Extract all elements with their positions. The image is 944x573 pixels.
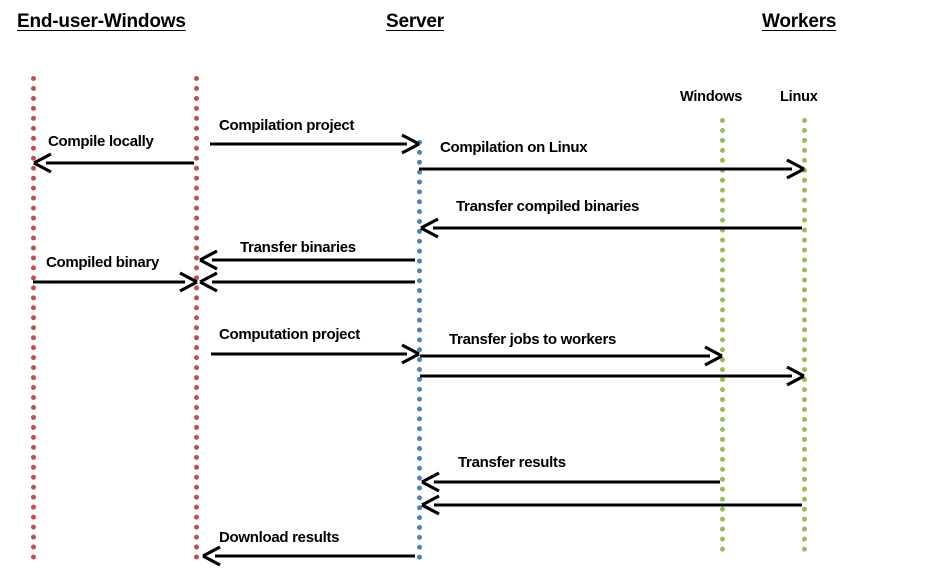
lifeline-worker-windows xyxy=(720,118,725,552)
message-arrow-transfer-results-1 xyxy=(421,471,720,493)
lifeline-server xyxy=(417,140,422,560)
message-label-download-results: Download results xyxy=(219,529,340,546)
message-arrow-transfer-jobs-to-workers-2 xyxy=(420,365,805,387)
message-arrow-transfer-binaries-2 xyxy=(199,271,415,293)
lifeline-user-right xyxy=(194,76,199,560)
column-title-server: Server xyxy=(386,11,444,32)
message-arrow-compilation-on-linux xyxy=(419,158,805,180)
message-label-compile-locally: Compile locally xyxy=(48,133,154,150)
lifeline-user-left xyxy=(31,76,36,560)
message-arrow-transfer-results-2 xyxy=(421,494,802,516)
message-arrow-download-results xyxy=(202,545,415,567)
message-arrow-transfer-jobs-to-workers xyxy=(420,345,723,367)
message-label-compiled-binary: Compiled binary xyxy=(46,254,160,271)
message-label-transfer-binaries-1: Transfer binaries xyxy=(240,239,356,256)
message-arrow-compilation-project xyxy=(210,133,420,155)
message-arrow-transfer-compiled-binaries xyxy=(420,217,802,239)
message-label-transfer-jobs-to-workers: Transfer jobs to workers xyxy=(449,331,617,348)
column-title-workers: Workers xyxy=(762,11,837,32)
message-arrow-compile-locally xyxy=(33,152,194,174)
message-label-compilation-on-linux: Compilation on Linux xyxy=(440,139,588,156)
worker-label-windows: Windows xyxy=(680,89,743,105)
message-label-transfer-compiled-binaries: Transfer compiled binaries xyxy=(456,198,640,215)
message-arrow-compiled-binary xyxy=(33,271,198,293)
worker-label-linux: Linux xyxy=(780,89,818,105)
message-label-computation-project: Computation project xyxy=(219,326,360,343)
message-label-transfer-results-1: Transfer results xyxy=(458,454,566,471)
message-arrow-computation-project xyxy=(211,343,420,365)
column-title-end-user-windows: End-user-Windows xyxy=(17,11,186,32)
message-label-compilation-project: Compilation project xyxy=(219,117,355,134)
lifeline-worker-linux xyxy=(802,118,807,552)
